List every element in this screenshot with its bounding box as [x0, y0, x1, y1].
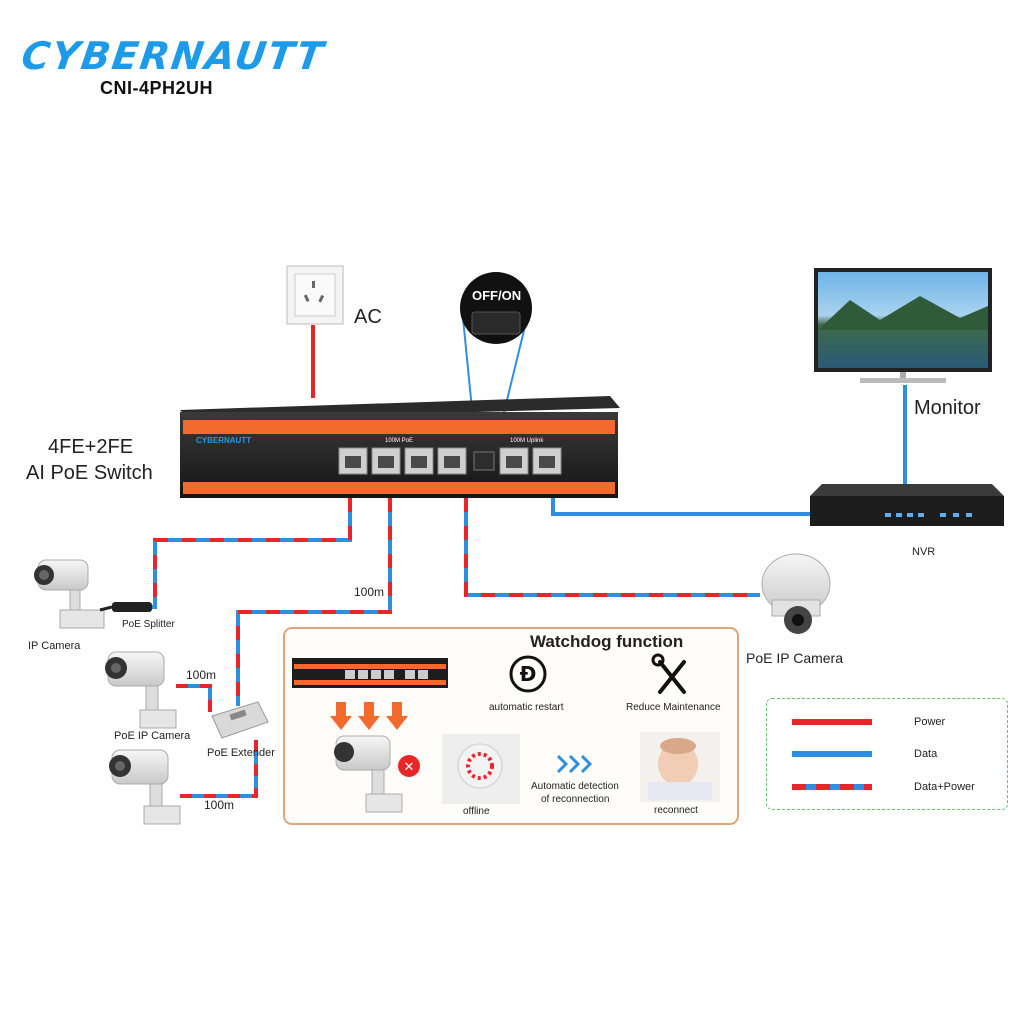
offline-label: offline	[463, 806, 490, 817]
poe-extender-label: PoE Extender	[207, 747, 275, 759]
model-number: CNI-4PH2UH	[100, 78, 214, 98]
poe-ip-camera-right-label: PoE IP Camera	[746, 650, 844, 666]
watchdog-camera-icon: ✕	[334, 735, 420, 813]
poe-splitter-label: PoE Splitter	[122, 619, 175, 630]
legend-swatches	[792, 719, 872, 790]
reconnect-label: reconnect	[654, 805, 698, 816]
distance-top: 100m	[354, 585, 385, 599]
distance-mid: 100m	[186, 668, 217, 682]
ip-camera	[34, 559, 105, 629]
switch-title-line2: AI PoE Switch	[26, 462, 153, 484]
legend	[766, 698, 1008, 810]
monitor	[814, 268, 992, 383]
tools-icon	[651, 653, 686, 694]
watchdog-switch-icon	[292, 658, 448, 688]
poe-ip-camera-left	[105, 651, 177, 729]
distance-bottom: 100m	[204, 798, 235, 812]
ip-camera-label: IP Camera	[28, 640, 81, 652]
watchdog-title: Watchdog function	[530, 632, 684, 651]
svg-text:✕: ✕	[404, 760, 415, 775]
nvr-label: NVR	[912, 546, 936, 558]
data-power-cables	[112, 498, 760, 798]
switch-ports	[338, 447, 562, 475]
reduce-maintenance-label: Reduce Maintenance	[626, 702, 721, 713]
svg-text:Đ: Đ	[520, 662, 537, 686]
poe-port-group-label: 100M PoE	[385, 438, 414, 444]
ac-label: AC	[354, 306, 382, 328]
ip-camera-bottom	[109, 749, 181, 825]
poe-switch	[180, 396, 620, 498]
monitor-label: Monitor	[914, 397, 981, 419]
auto-detect-line1: Automatic detection	[531, 781, 619, 792]
poe-splitter	[99, 602, 152, 612]
switch-brand: CYBERNAUTT	[196, 436, 252, 445]
nvr-recorder	[810, 484, 1004, 526]
switch-title-line1: 4FE+2FE	[48, 436, 134, 458]
uplink-data-cable	[551, 498, 810, 516]
off-on-label: OFF/ON	[472, 288, 522, 303]
off-on-callout	[460, 272, 532, 471]
poe-extender	[211, 701, 269, 739]
ac-wall-socket	[286, 265, 344, 325]
auto-detect-line2: of reconnection	[541, 794, 610, 805]
poe-dome-camera	[761, 553, 831, 634]
restart-arrows	[330, 702, 408, 730]
legend-power-label: Power	[914, 716, 946, 728]
reconnect-image	[640, 732, 720, 802]
offline-image	[442, 734, 520, 804]
poe-ip-camera-left-label: PoE IP Camera	[114, 730, 191, 742]
reconnect-chevrons	[556, 754, 593, 774]
legend-data-label: Data	[914, 748, 938, 760]
legend-data-power-label: Data+Power	[914, 781, 975, 793]
auto-restart-label: automatic restart	[489, 702, 564, 713]
auto-restart-icon: Đ	[509, 655, 547, 693]
uplink-port-group-label: 100M Uplink	[510, 438, 544, 444]
